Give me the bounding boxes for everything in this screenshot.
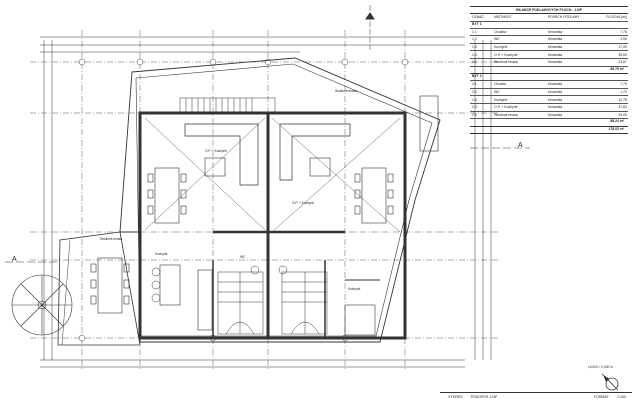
dimension-lines bbox=[40, 36, 492, 368]
table-row: 1.3 Kuchyně Keramika 17,00 bbox=[470, 44, 628, 52]
header-area: PLOCHA [m²] bbox=[606, 15, 627, 20]
header-room: MÍSTNOST bbox=[494, 15, 512, 20]
table-row: 2.3 O.P. + Kuchyně Keramika 37,83 bbox=[470, 104, 628, 112]
title-block-label: VÝKRES bbox=[448, 395, 463, 399]
table-cell: Keramika bbox=[547, 60, 563, 65]
grand-total: 178,03 m² bbox=[470, 127, 628, 135]
header-floor: POVRCH PODLAHY bbox=[547, 15, 580, 20]
table-cell: 2.2 bbox=[472, 90, 477, 95]
table-cell: 1.1 bbox=[472, 29, 477, 34]
table-cell: 7,76 bbox=[620, 29, 627, 34]
table-cell: Keramika bbox=[547, 82, 563, 87]
table-cell: Kuchyně bbox=[494, 97, 508, 102]
table-row: 1.4 O.P. + Kuchyně Keramika 39,60 bbox=[470, 51, 628, 59]
table-cell: 1.3 bbox=[472, 45, 477, 50]
room-label-wc: WC bbox=[240, 255, 246, 259]
table-cell: 1,90 bbox=[620, 37, 627, 42]
header-code: OZNAČ. bbox=[472, 15, 485, 20]
table-cell: Keramika bbox=[547, 112, 563, 117]
table-cell: Keramika bbox=[547, 97, 563, 102]
table-cell: 1.5 bbox=[472, 60, 477, 65]
table-cell: Keramika bbox=[547, 37, 563, 42]
table-cell: Kuchyně bbox=[494, 45, 508, 50]
table-cell: Chodba bbox=[494, 82, 506, 87]
section-total: 89,79 m² bbox=[470, 67, 628, 75]
title-block: VÝKRES PŮDORYS 1.NP FORMÁT 1:100 bbox=[440, 392, 632, 401]
dining-tables bbox=[90, 95, 439, 314]
area-table: BILANCE PODLAHOVÝCH PLOCH - 1.NP OZNAČ. … bbox=[470, 6, 628, 135]
area-table-header: OZNAČ. MÍSTNOST POVRCH PODLAHY PLOCHA [m… bbox=[470, 14, 628, 22]
section-name: BYT 1 bbox=[470, 22, 628, 29]
table-cell: O.P. + Kuchyně bbox=[494, 52, 518, 57]
section-mark-left: A bbox=[12, 256, 17, 263]
table-cell: WC bbox=[494, 37, 500, 42]
table-cell: 1.4 bbox=[472, 52, 477, 57]
room-label-terrace-1: Studiová terasa bbox=[100, 237, 122, 241]
table-cell: Keramika bbox=[547, 105, 563, 110]
table-cell: 1,73 bbox=[620, 90, 627, 95]
table-cell: 37,83 bbox=[618, 105, 627, 110]
table-cell: Keramika bbox=[547, 90, 563, 95]
kitchen-island bbox=[159, 264, 181, 306]
table-cell: 17,00 bbox=[618, 45, 627, 50]
room-label-living-1: O.P. + Kuchyně bbox=[205, 149, 227, 153]
table-cell: 1.2 bbox=[472, 37, 477, 42]
table-cell: Keramika bbox=[547, 52, 563, 57]
table-cell: 19,09 bbox=[618, 112, 627, 117]
interior-stairs bbox=[217, 271, 328, 335]
table-cell: 7,76 bbox=[620, 82, 627, 87]
table-row: 1.2 WC Keramika 1,90 bbox=[470, 36, 628, 44]
table-cell: 39,60 bbox=[618, 52, 627, 57]
table-cell: 2.5 bbox=[472, 112, 477, 117]
table-cell: 12,78 bbox=[618, 97, 627, 102]
grid-axes bbox=[30, 30, 500, 370]
title-block-title: PŮDORYS 1.NP bbox=[470, 395, 498, 399]
sofa-2 bbox=[279, 123, 351, 181]
grid-bubbles bbox=[78, 58, 409, 342]
section-total: 88,24 m² bbox=[470, 119, 628, 127]
table-row: 1.1 Chodba Keramika 7,76 bbox=[470, 29, 628, 37]
room-label-terrace-2: Studiová terasa bbox=[335, 89, 357, 93]
section-mark-right: A bbox=[518, 142, 523, 149]
exterior-stair bbox=[179, 97, 276, 114]
area-table-title: BILANCE PODLAHOVÝCH PLOCH - 1.NP bbox=[470, 7, 628, 14]
scale-note: ±0,000 = 0,000 m bbox=[588, 365, 613, 369]
table-cell: Keramika bbox=[547, 29, 563, 34]
table-cell: 2.1 bbox=[472, 82, 477, 87]
coffee-table bbox=[204, 157, 226, 177]
terrace-outline bbox=[119, 57, 441, 343]
north-arrow-icon bbox=[601, 373, 619, 391]
room-label-kitchen-1: Kuchyně bbox=[155, 252, 168, 256]
room-label-kitchen-2: Kuchyně bbox=[348, 287, 361, 291]
table-row: 2.4 Kuchyně Keramika 12,78 bbox=[470, 96, 628, 104]
sofa-1 bbox=[184, 123, 259, 186]
spiral-stair bbox=[11, 274, 73, 336]
table-cell: Studiová terasa bbox=[494, 60, 518, 65]
table-row: 2.5 Studiová terasa Keramika 19,09 bbox=[470, 112, 628, 120]
table-cell: Studiová terasa bbox=[494, 112, 518, 117]
left-terrace bbox=[57, 231, 141, 346]
table-cell: 23,67 bbox=[618, 60, 627, 65]
table-row: 1.5 Studiová terasa Keramika 23,67 bbox=[470, 59, 628, 67]
section-name: BYT 2 bbox=[470, 74, 628, 82]
table-cell: WC bbox=[494, 90, 500, 95]
table-row: 2.1 Chodba Keramika 7,76 bbox=[470, 81, 628, 89]
table-cell: O.P. + Kuchyně bbox=[494, 105, 518, 110]
table-cell: Chodba bbox=[494, 29, 506, 34]
title-block-scale: 1:100 bbox=[617, 395, 626, 399]
table-cell: Keramika bbox=[547, 45, 563, 50]
room-label-living-2: O.P. + Kuchyně bbox=[292, 201, 314, 205]
table-cell: 2.3 bbox=[472, 105, 477, 110]
title-block-format: FORMÁT bbox=[593, 395, 609, 399]
table-cell: 2.4 bbox=[472, 97, 477, 102]
table-row: 2.2 WC Keramika 1,73 bbox=[470, 89, 628, 97]
